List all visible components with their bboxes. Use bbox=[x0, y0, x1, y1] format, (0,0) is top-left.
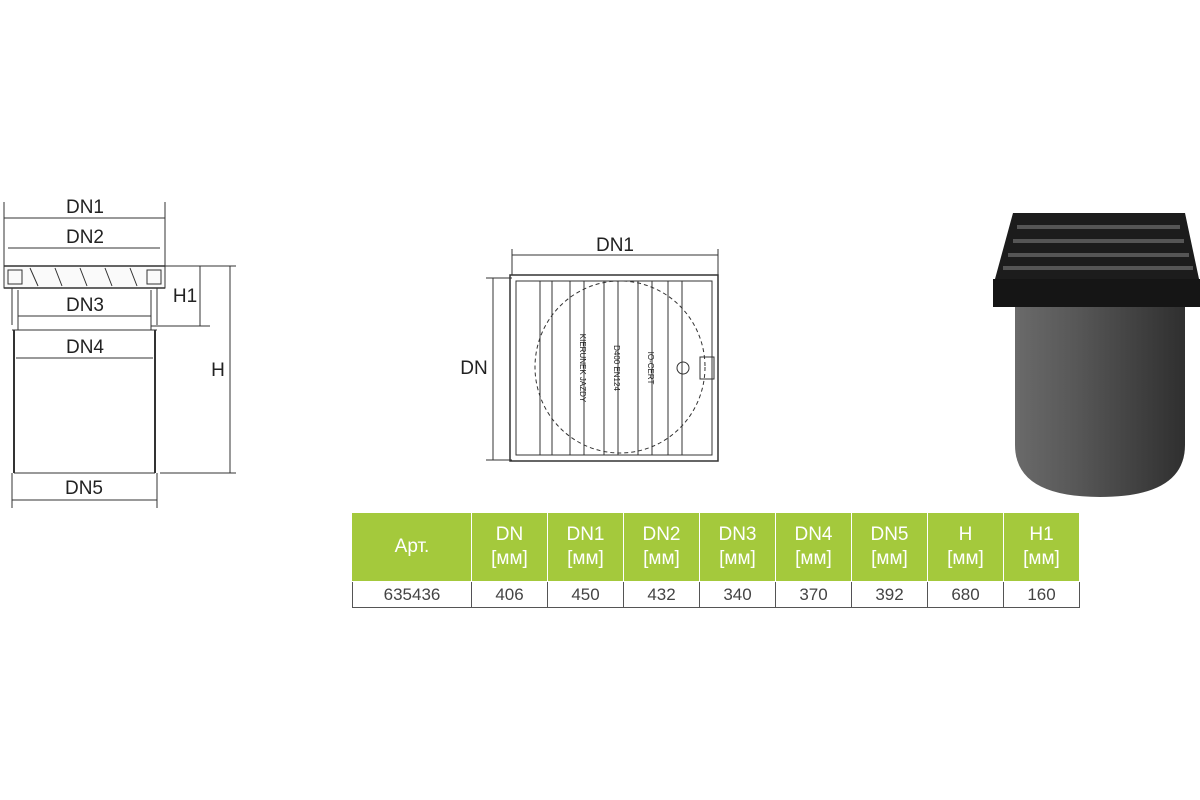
label-top-dn: DN bbox=[460, 358, 487, 379]
col-header-dn2: DN2[мм] bbox=[623, 512, 700, 582]
cell-dn4: 370 bbox=[775, 581, 852, 608]
col-header-dn4: DN4[мм] bbox=[775, 512, 852, 582]
col-header-art: Арт. bbox=[352, 512, 472, 582]
cell-art: 635436 bbox=[352, 581, 472, 608]
label-dn3: DN3 bbox=[66, 295, 104, 316]
col-header-h: H[мм] bbox=[927, 512, 1004, 582]
marking-class: D400 EN124 bbox=[612, 345, 621, 391]
spec-table: Арт. DN[мм] DN1[мм] DN2[мм] DN3[мм] DN4[… bbox=[352, 512, 1080, 608]
col-header-dn1: DN1[мм] bbox=[547, 512, 624, 582]
section-drawing: DN1 DN2 DN3 H1 DN4 H DN5 bbox=[3, 197, 236, 508]
col-header-dn5: DN5[мм] bbox=[851, 512, 928, 582]
label-h1: H1 bbox=[173, 286, 197, 307]
cell-dn: 406 bbox=[471, 581, 548, 608]
cell-dn5: 392 bbox=[851, 581, 928, 608]
col-header-h1: H1[мм] bbox=[1003, 512, 1080, 582]
col-header-dn3: DN3[мм] bbox=[699, 512, 776, 582]
label-dn1: DN1 bbox=[66, 197, 104, 218]
col-header-dn: DN[мм] bbox=[471, 512, 548, 582]
table-header-row: Арт. DN[мм] DN1[мм] DN2[мм] DN3[мм] DN4[… bbox=[352, 512, 1080, 582]
marking-direction: KIERUNEK JAZDY bbox=[578, 334, 587, 403]
top-view-drawing: DN1 DN KIERUNEK JAZDY D400 EN124 IO-CERT bbox=[460, 235, 719, 462]
marking-cert: IO-CERT bbox=[646, 352, 655, 385]
label-h: H bbox=[211, 360, 225, 381]
cell-h1: 160 bbox=[1003, 581, 1080, 608]
cell-h: 680 bbox=[927, 581, 1004, 608]
label-top-dn1: DN1 bbox=[596, 235, 634, 256]
cell-dn1: 450 bbox=[547, 581, 624, 608]
table-row: 635436 406 450 432 340 370 392 680 160 bbox=[352, 581, 1080, 608]
label-dn2: DN2 bbox=[66, 227, 104, 248]
label-dn5: DN5 bbox=[65, 478, 103, 499]
cell-dn3: 340 bbox=[699, 581, 776, 608]
label-dn4: DN4 bbox=[66, 337, 104, 358]
product-image bbox=[993, 213, 1200, 497]
cell-dn2: 432 bbox=[623, 581, 700, 608]
